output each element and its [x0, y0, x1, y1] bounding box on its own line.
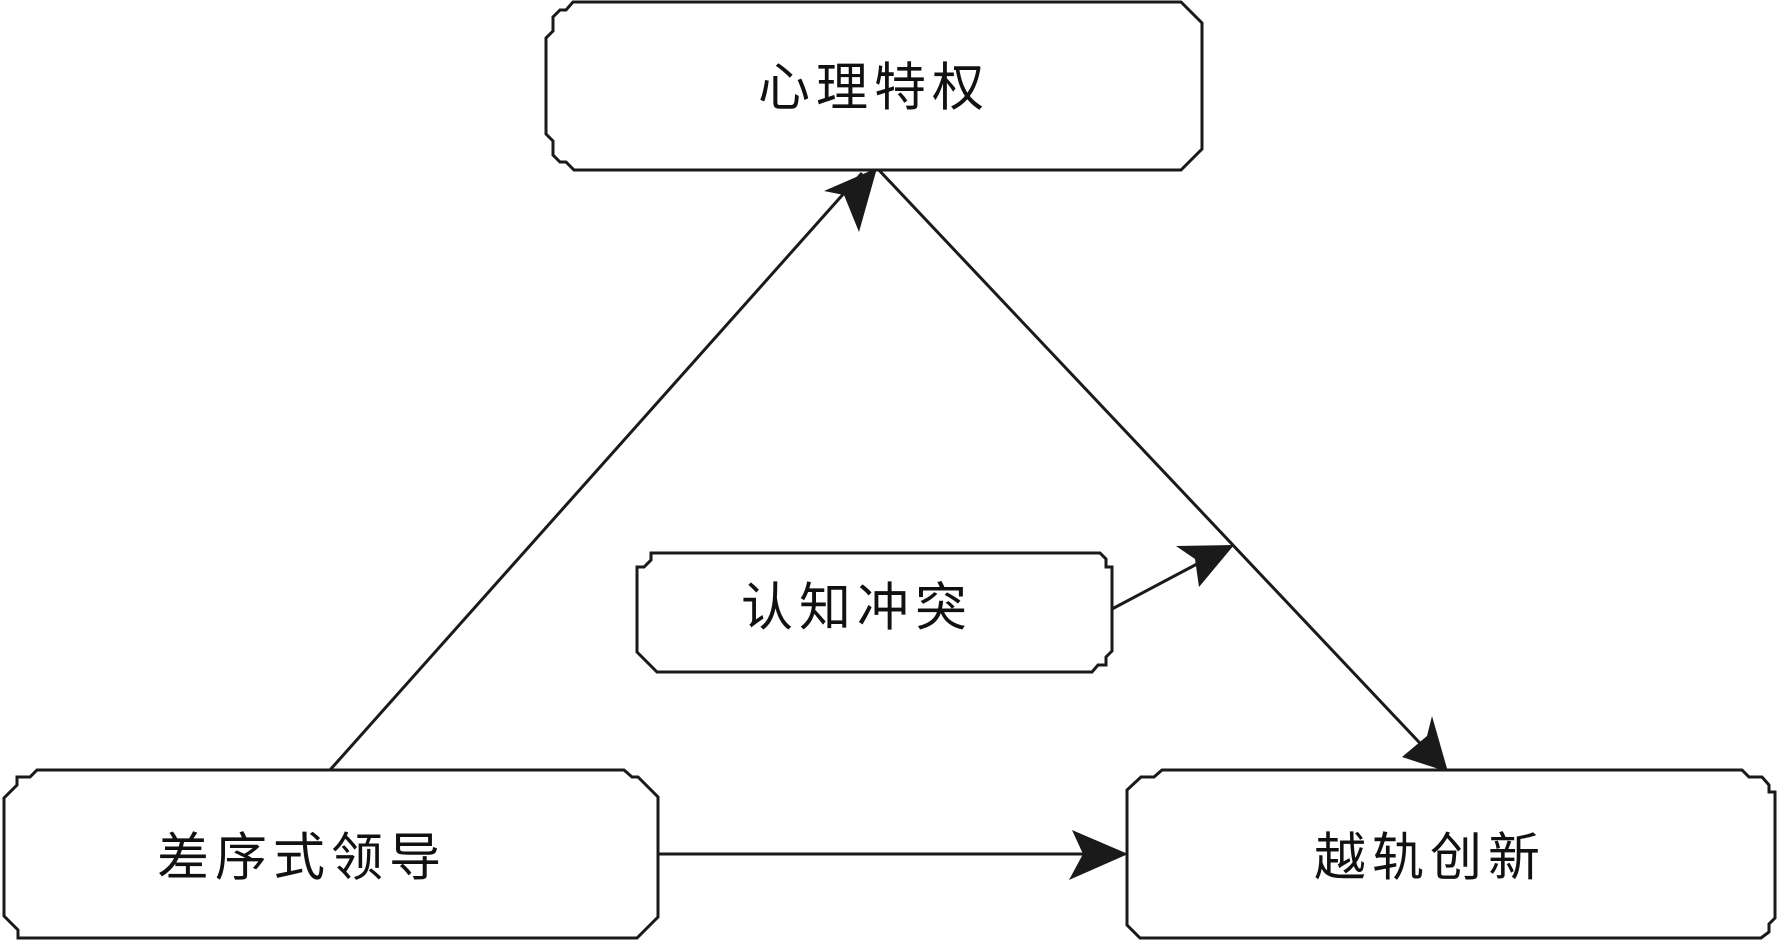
edge-line — [328, 172, 864, 771]
arrowhead-icon — [824, 168, 877, 232]
arrowhead-icon — [1069, 830, 1128, 880]
edge-leadership-to-privilege — [328, 168, 877, 771]
node-label: 认知冲突 — [741, 579, 973, 639]
node-box — [544, 0, 1204, 172]
node-deviant-innovation: 越轨创新 — [1125, 768, 1777, 940]
node-label: 心理特权 — [758, 59, 990, 119]
node-box — [1125, 768, 1777, 940]
edge-conflict-moderation — [1111, 545, 1234, 611]
node-box — [2, 768, 660, 940]
node-differential-leadership: 差序式领导 — [2, 768, 660, 940]
node-label: 越轨创新 — [1314, 829, 1546, 889]
arrowhead-icon — [1176, 545, 1234, 587]
node-psychological-privilege: 心理特权 — [544, 0, 1204, 172]
node-cognitive-conflict: 认知冲突 — [635, 551, 1114, 674]
arrowhead-icon — [1402, 716, 1448, 772]
node-label: 差序式领导 — [157, 829, 447, 889]
edge-privilege-to-deviance — [875, 166, 1448, 772]
edge-line — [875, 166, 1435, 759]
node-box — [635, 551, 1114, 674]
edge-leadership-to-deviance — [658, 830, 1128, 880]
